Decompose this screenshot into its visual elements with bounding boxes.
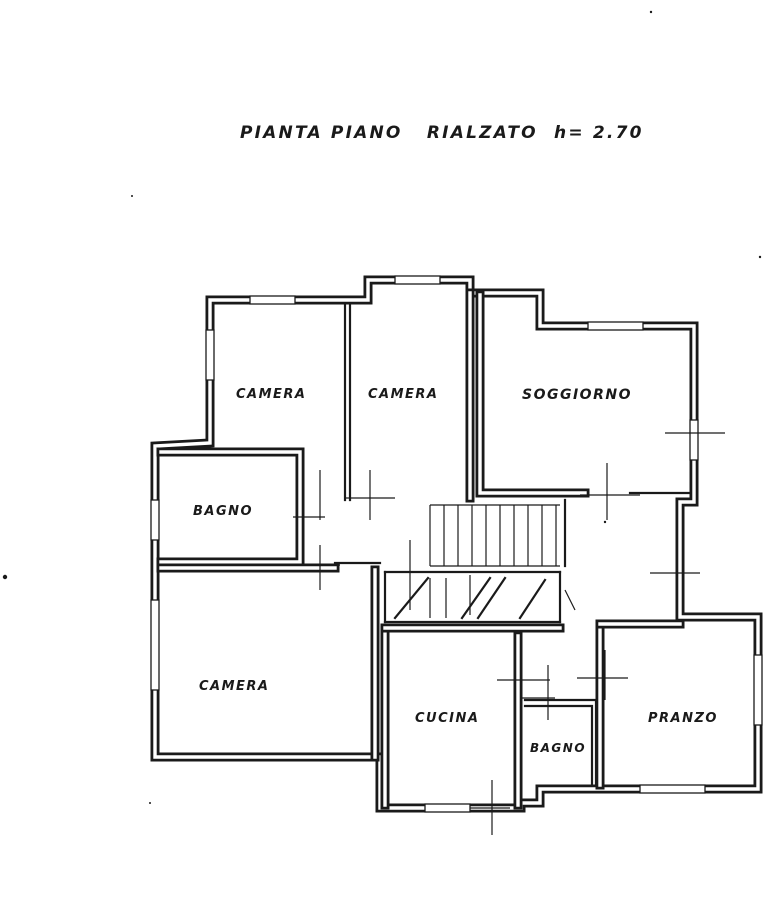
room-labels: CAMERA CAMERA SOGGIORNO BAGNO CAMERA CUC…	[193, 387, 718, 755]
windows	[150, 275, 763, 813]
room-label-bagno-small: BAGNO	[530, 741, 586, 755]
door-marks	[293, 432, 725, 835]
room-label-soggiorno: SOGGIORNO	[522, 387, 632, 403]
outer-walls	[150, 275, 763, 813]
room-label-camera-top-mid: CAMERA	[368, 387, 439, 402]
room-label-camera-top-left: CAMERA	[236, 387, 307, 402]
room-label-pranzo: PRANZO	[648, 711, 718, 726]
interior-walls	[156, 288, 692, 810]
staircase	[393, 504, 560, 620]
room-label-bagno-left: BAGNO	[193, 504, 253, 519]
scan-specks	[2, 10, 762, 804]
room-label-camera-bottom-left: CAMERA	[199, 679, 270, 694]
plan-title: PIANTA PIANO RIALZATO h= 2.70	[240, 123, 644, 143]
room-label-cucina: CUCINA	[415, 711, 479, 726]
